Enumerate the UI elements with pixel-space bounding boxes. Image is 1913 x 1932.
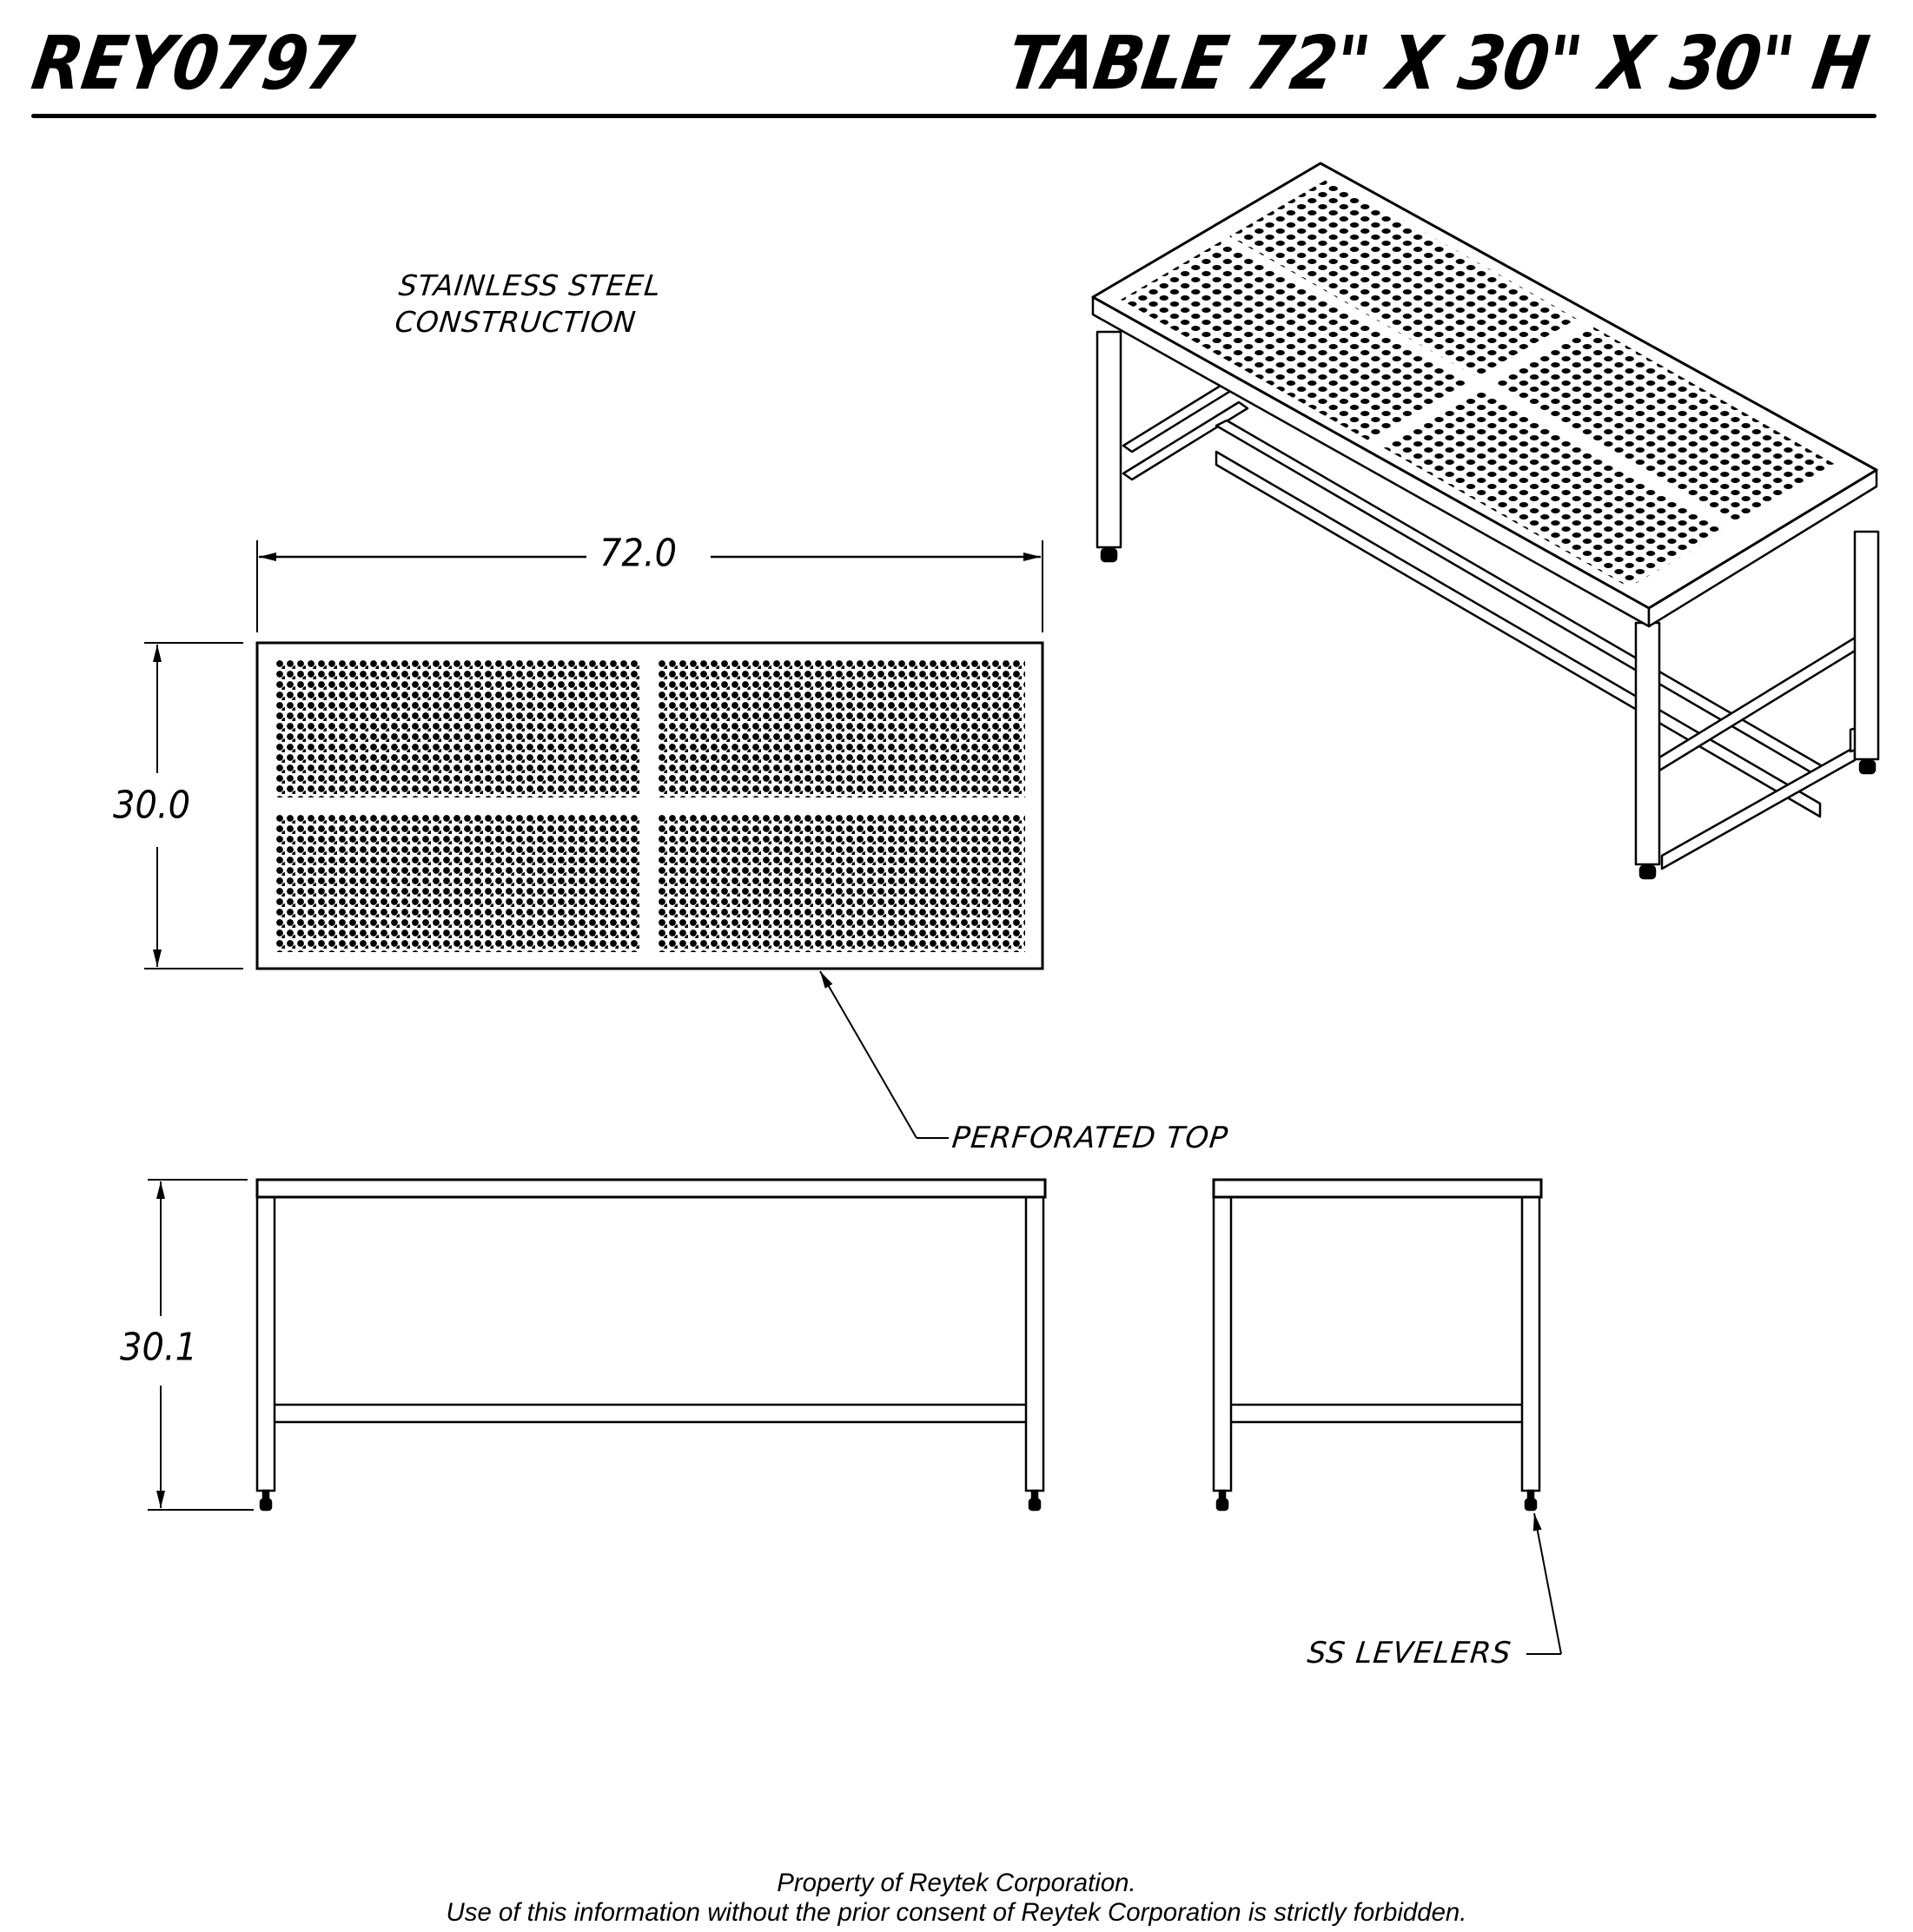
width-dimension-label: 72.0 <box>592 531 685 576</box>
perforated-panel-bottom-left <box>275 813 641 952</box>
header-rule <box>31 114 1877 118</box>
ss-levelers-callout: SS LEVELERS <box>1305 1636 1513 1671</box>
perforated-panel-bottom-right <box>657 813 1025 952</box>
side-view <box>1212 1178 1562 1655</box>
front-view <box>148 1178 1047 1512</box>
depth-dimension-label: 30.0 <box>106 783 198 828</box>
top-view <box>144 540 1044 1139</box>
footer-disclaimer: Use of this information without the prio… <box>446 1898 1467 1927</box>
perforated-panel-top-left <box>275 658 641 797</box>
isometric-view <box>1091 162 1880 880</box>
perforated-panel-top-right <box>657 658 1025 797</box>
perforated-top-callout: PERFORATED TOP <box>950 1121 1230 1155</box>
height-dimension-label: 30.1 <box>113 1325 205 1370</box>
footer-ownership: Property of Reytek Corporation. <box>777 1869 1136 1897</box>
